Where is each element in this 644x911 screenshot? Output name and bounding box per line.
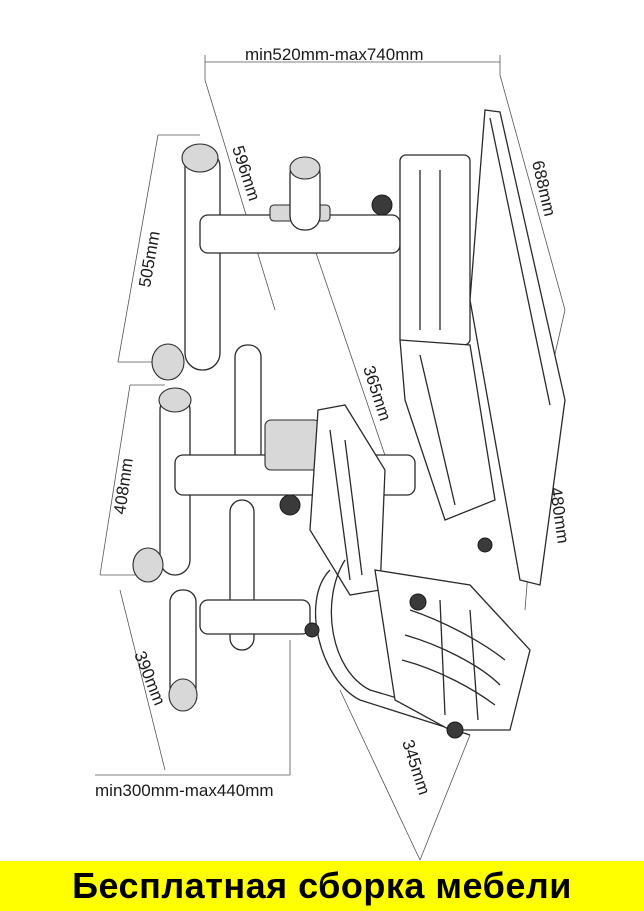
free-assembly-banner: Бесплатная сборка мебели	[0, 861, 644, 911]
dim-height-range: min300mm-max440mm	[95, 781, 274, 800]
dim-408: 408mm	[110, 457, 137, 516]
chair-frame	[168, 404, 531, 739]
dim-688: 688mm	[528, 159, 559, 219]
dim-365: 365mm	[359, 363, 395, 423]
dim-390: 390mm	[130, 648, 169, 708]
dim-345: 345mm	[398, 737, 434, 797]
dim-width-range: min520mm-max740mm	[245, 45, 424, 64]
